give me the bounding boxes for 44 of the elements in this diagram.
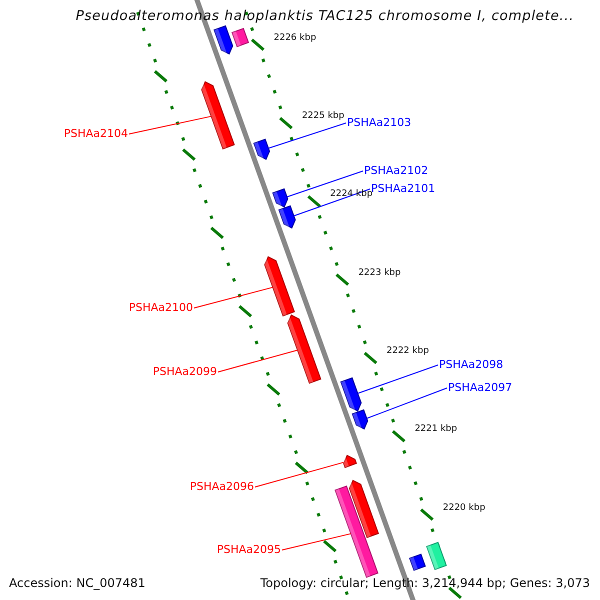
gene-label: PSHAa2097 bbox=[448, 382, 512, 394]
scale-label: 2224 kbp bbox=[330, 190, 373, 200]
gene-label: PSHAa2096 bbox=[190, 480, 254, 494]
gene-block bbox=[231, 28, 250, 48]
leader-line bbox=[366, 388, 448, 419]
leader-line bbox=[293, 188, 370, 216]
gene-label: PSHAa2100 bbox=[128, 302, 193, 314]
gene-block bbox=[334, 486, 378, 578]
scale-label: 2222 kbp bbox=[386, 346, 429, 357]
gene-label: PSHAa2102 bbox=[364, 164, 428, 178]
leader-line bbox=[128, 116, 212, 134]
scale-label: 2225 kbp bbox=[302, 112, 344, 122]
accession-text: Accession: NC_007481 bbox=[9, 577, 146, 590]
gene-label: PSHAa2099 bbox=[152, 366, 217, 378]
gene-label: PSHAa2104 bbox=[64, 128, 128, 140]
gene-label: PSHAa2101 bbox=[371, 182, 436, 196]
gene-block bbox=[409, 554, 426, 571]
leader-line bbox=[286, 170, 364, 198]
gene-block bbox=[352, 409, 368, 430]
leader-line bbox=[254, 462, 344, 488]
gene-block bbox=[426, 542, 447, 570]
gene-block bbox=[343, 454, 358, 468]
gene-label: PSHAa2098 bbox=[439, 358, 504, 372]
scale-label: 2223 kbp bbox=[358, 268, 401, 279]
gene-block bbox=[278, 205, 296, 229]
gene-block bbox=[253, 138, 270, 160]
leader-line bbox=[268, 122, 346, 149]
scale-label: 2221 kbp bbox=[414, 425, 458, 436]
leader-line bbox=[357, 364, 438, 394]
gene-block bbox=[264, 256, 295, 316]
leader-line bbox=[194, 286, 274, 308]
gene-label: PSHAa2103 bbox=[347, 116, 412, 130]
title: Pseudoalteromonas haloplanktis TAC125 chromosome I, complete... bbox=[76, 9, 574, 24]
leader-line bbox=[218, 350, 298, 372]
gene-block bbox=[348, 480, 380, 538]
gene-label: PSHAa2095 bbox=[216, 544, 281, 556]
gene-block bbox=[201, 81, 235, 150]
gene-block bbox=[287, 314, 322, 384]
scale-label: 2220 kbp bbox=[442, 504, 486, 514]
gene-block bbox=[214, 25, 234, 55]
scale-label: 2226 kbp bbox=[274, 34, 316, 44]
gene-block bbox=[340, 377, 362, 412]
gene-block bbox=[272, 188, 288, 208]
genome-summary: Topology: circular; Length: 3,214,944 bp; Genes: 3,073 bbox=[260, 577, 590, 590]
